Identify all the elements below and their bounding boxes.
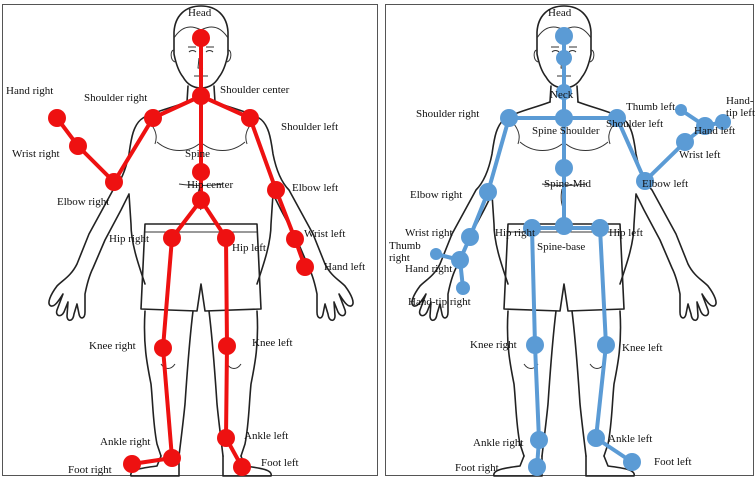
joint-shoulder-right: [500, 109, 518, 127]
label-elbow-left: Elbow left: [642, 178, 688, 190]
label-spine-base: Spine-base: [537, 241, 585, 253]
label-shoulder-left: Shoulder left: [606, 118, 663, 130]
joint-knee-left: [218, 337, 236, 355]
joint-hand-left: [296, 258, 314, 276]
joint-knee-right: [526, 336, 544, 354]
label-head: Head: [188, 7, 212, 19]
label-spine-shoulder: Spine Shoulder: [532, 125, 600, 137]
label-knee-right: Knee right: [470, 339, 517, 351]
label-shoulder-right: Shoulder right: [84, 92, 147, 104]
joint-shoulder-right: [144, 109, 162, 127]
joint-elbow-right: [479, 183, 497, 201]
label-hand-right: Hand right: [6, 85, 53, 97]
label-hip-center: Hip center: [187, 179, 233, 191]
label-elbow-right: Elbow right: [410, 189, 462, 201]
joint-thumb-left: [675, 104, 687, 116]
joint-ankle-right: [530, 431, 548, 449]
joint-hip-right: [163, 229, 181, 247]
joint-spine-mid: [555, 159, 573, 177]
joint-wrist-left: [286, 230, 304, 248]
label-knee-left: Knee left: [622, 342, 663, 354]
right-labels: Head Neck Thumb left Hand- tip left Shou…: [389, 7, 755, 474]
label-foot-left: Foot left: [654, 456, 692, 468]
joint-wrist-right: [461, 228, 479, 246]
joint-hip-left: [591, 219, 609, 237]
joint-foot-left: [233, 458, 251, 476]
label-neck: Neck: [550, 89, 574, 101]
label-elbow-right: Elbow right: [57, 196, 109, 208]
joint-thumb-right: [430, 248, 442, 260]
label-foot-right: Foot right: [455, 462, 499, 474]
label-foot-left: Foot left: [261, 457, 299, 469]
label-wrist-left: Wrist left: [304, 228, 345, 240]
label-hip-left: Hip left: [609, 227, 643, 239]
joint-hip-center: [192, 191, 210, 209]
joint-ankle-left: [217, 429, 235, 447]
label-hand-tip-left-2: tip left: [726, 107, 755, 119]
label-spine: Spine: [185, 148, 210, 160]
joint-hand-right: [451, 251, 469, 269]
label-shoulder-right: Shoulder right: [416, 108, 479, 120]
joint-knee-left: [597, 336, 615, 354]
label-thumb-left: Thumb left: [626, 101, 675, 113]
joint-foot-left: [623, 453, 641, 471]
joint-head: [192, 29, 210, 47]
label-knee-left: Knee left: [252, 337, 293, 349]
label-hand-right: Hand right: [405, 263, 452, 275]
label-ankle-left: Ankle left: [608, 433, 652, 445]
label-knee-right: Knee right: [89, 340, 136, 352]
joint-knee-right: [154, 339, 172, 357]
label-hand-tip-right: Hand-tip right: [408, 296, 471, 308]
joint-hand-tip-right: [456, 281, 470, 295]
label-foot-right: Foot right: [68, 464, 112, 476]
joint-head-2: [556, 50, 572, 66]
label-wrist-left: Wrist left: [679, 149, 720, 161]
joint-foot-right: [528, 458, 546, 476]
joint-head: [555, 27, 573, 45]
label-shoulder-left: Shoulder left: [281, 121, 338, 133]
joint-elbow-right: [105, 173, 123, 191]
label-head: Head: [548, 7, 572, 19]
label-hip-right: Hip right: [495, 227, 535, 239]
joint-spine-base: [555, 217, 573, 235]
label-hand-left: Hand left: [694, 125, 735, 137]
label-elbow-left: Elbow left: [292, 182, 338, 194]
joint-elbow-left: [267, 181, 285, 199]
joint-foot-right: [123, 455, 141, 473]
label-hand-left: Hand left: [324, 261, 365, 273]
label-wrist-right: Wrist right: [405, 227, 453, 239]
label-hand-tip-left-1: Hand-: [726, 95, 754, 107]
joint-wrist-right: [69, 137, 87, 155]
label-wrist-right: Wrist right: [12, 148, 60, 160]
label-hip-left: Hip left: [232, 242, 266, 254]
label-ankle-left: Ankle left: [244, 430, 288, 442]
joint-ankle-right: [163, 449, 181, 467]
joint-shoulder-center: [192, 87, 210, 105]
label-ankle-right: Ankle right: [100, 436, 150, 448]
label-spine-mid: Spine-Mid: [544, 178, 592, 190]
joint-shoulder-left: [241, 109, 259, 127]
joint-ankle-left: [587, 429, 605, 447]
label-thumb-right-1: Thumb: [389, 240, 421, 252]
label-hip-right: Hip right: [109, 233, 149, 245]
label-ankle-right: Ankle right: [473, 437, 523, 449]
label-shoulder-center: Shoulder center: [220, 84, 290, 96]
joint-hand-right: [48, 109, 66, 127]
